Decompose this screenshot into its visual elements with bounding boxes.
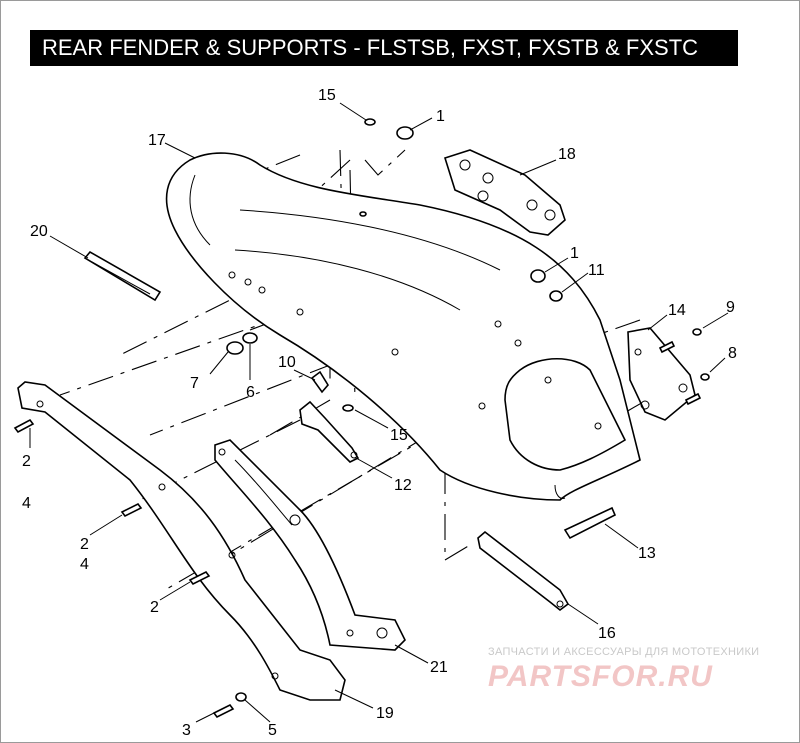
rear-fender xyxy=(165,152,641,501)
bar-13 xyxy=(563,506,617,540)
callout-2-b: 2 xyxy=(80,536,89,553)
fender-plate-18 xyxy=(443,149,566,236)
callout-numbers: 15 1 17 18 20 1 11 14 9 8 10 7 6 15 12 2… xyxy=(22,87,737,739)
callout-1-mid: 1 xyxy=(570,245,579,262)
diagram-title: REAR FENDER & SUPPORTS - FLSTSB, FXST, F… xyxy=(30,30,738,66)
callout-2-a: 2 xyxy=(22,453,31,470)
callout-21: 21 xyxy=(430,659,448,676)
watermark: ЗАПЧАСТИ И АКСЕССУАРЫ ДЛЯ МОТОТЕХНИКИ PA… xyxy=(488,646,788,696)
bracket-12 xyxy=(299,400,360,463)
callout-14: 14 xyxy=(668,302,686,319)
callout-13: 13 xyxy=(638,545,656,562)
callout-5: 5 xyxy=(268,722,277,739)
callout-1-top: 1 xyxy=(436,108,445,125)
bracket-14 xyxy=(627,327,696,421)
callout-3: 3 xyxy=(182,722,191,739)
callout-7: 7 xyxy=(190,375,199,392)
hardware xyxy=(13,118,710,719)
link-16 xyxy=(477,530,570,612)
callout-10: 10 xyxy=(278,354,296,371)
callout-2-c: 2 xyxy=(150,599,159,616)
watermark-brand-logo: PARTSFOR.RU xyxy=(488,660,713,693)
trim-strip-20 xyxy=(83,250,162,302)
callout-6: 6 xyxy=(246,384,255,401)
callout-12: 12 xyxy=(394,477,412,494)
strut-19 xyxy=(17,381,346,701)
callout-11: 11 xyxy=(588,262,605,279)
callout-8: 8 xyxy=(728,345,737,362)
callout-4-b: 4 xyxy=(80,556,89,573)
clip-10 xyxy=(310,370,329,394)
strut-21 xyxy=(214,439,406,651)
callout-18: 18 xyxy=(558,146,576,163)
callout-15-top: 15 xyxy=(318,87,336,104)
callout-20: 20 xyxy=(30,223,48,240)
callout-19: 19 xyxy=(376,705,394,722)
watermark-tagline: ЗАПЧАСТИ И АКСЕССУАРЫ ДЛЯ МОТОТЕХНИКИ xyxy=(488,646,760,658)
leader-lines xyxy=(29,102,729,723)
callout-4-a: 4 xyxy=(22,495,31,512)
callout-16: 16 xyxy=(598,625,616,642)
callout-9: 9 xyxy=(726,299,735,316)
callout-15-mid: 15 xyxy=(390,427,408,444)
callout-17: 17 xyxy=(148,132,166,149)
